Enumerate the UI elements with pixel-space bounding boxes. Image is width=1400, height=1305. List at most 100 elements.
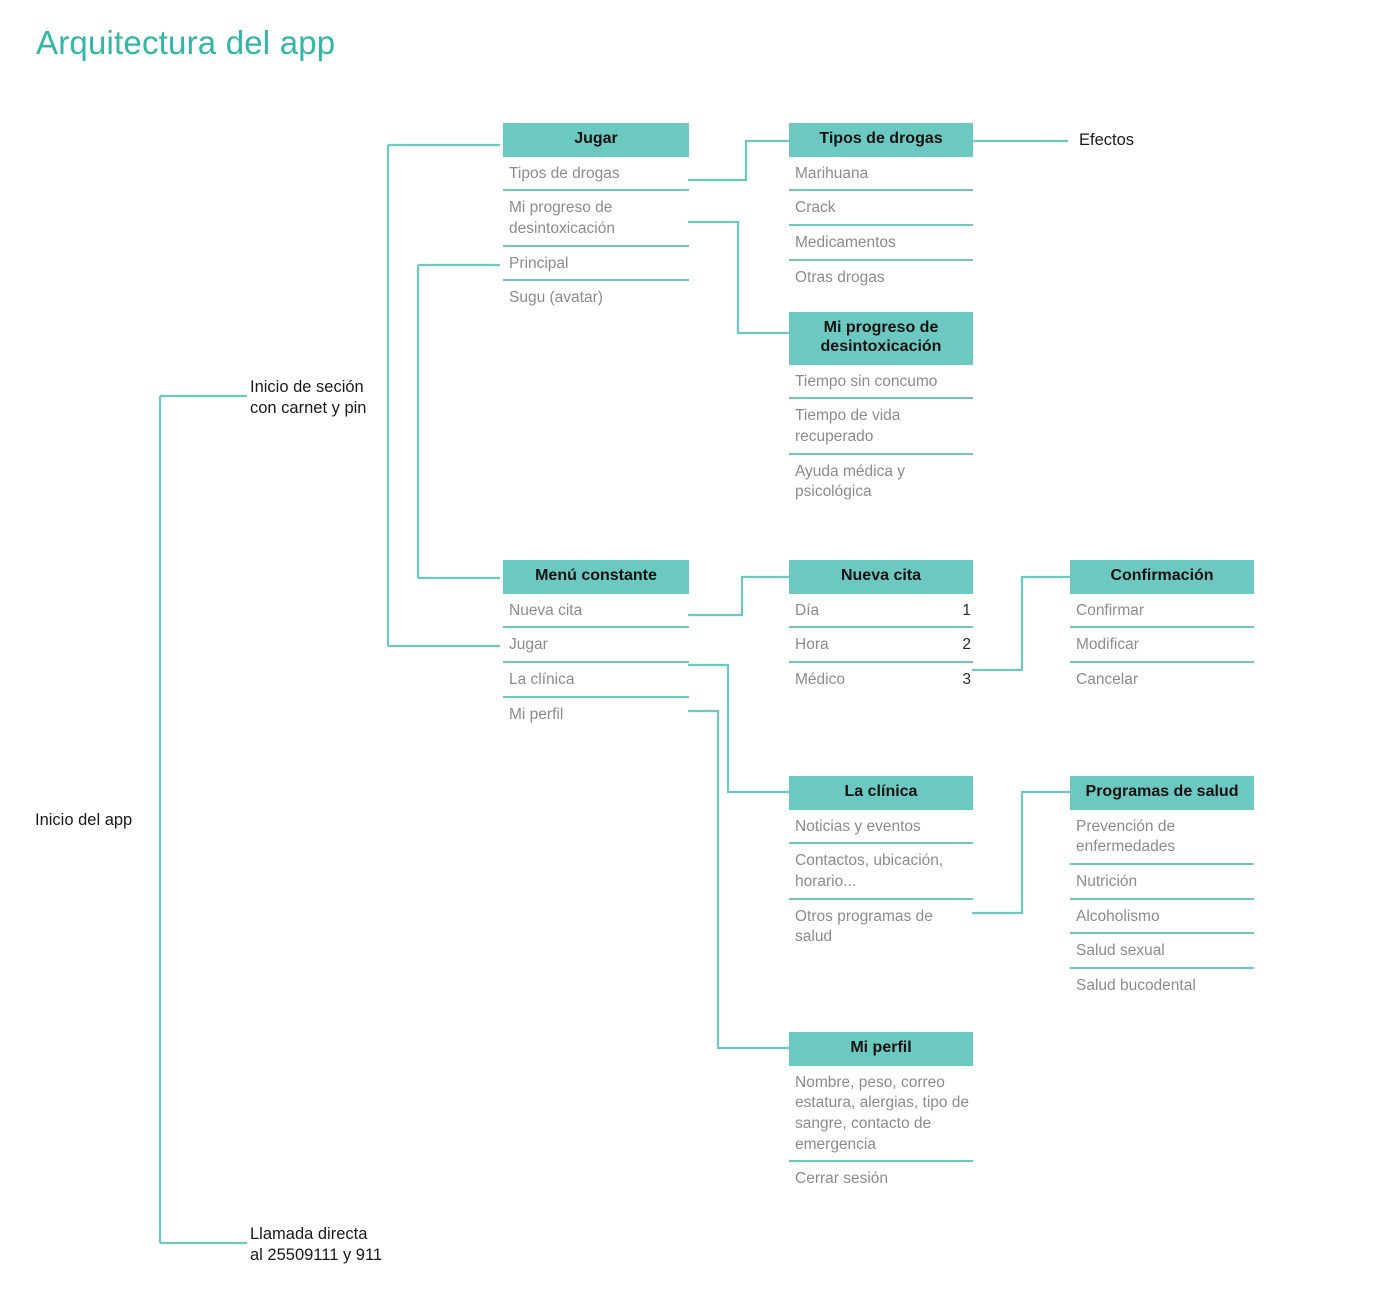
item-label: Nombre, peso, correo estatura, alergias,… [795,1073,970,1153]
item-label: Noticias y eventos [795,817,921,835]
item-label: Mi perfil [509,705,564,723]
card-confirmacion: Confirmación Confirmar Modificar Cancela… [1070,560,1254,698]
item-label: Mi progreso de desintoxicación [509,199,615,238]
item-label: Tiempo sin concumo [795,372,938,390]
card-mi-progreso-desintoxicacion: Mi progreso de desintoxicación Tiempo si… [789,312,973,510]
line-mi-progreso [688,220,790,335]
item-label: Otras drogas [795,268,885,286]
list-item[interactable]: Nueva cita [503,594,689,629]
item-label: Marihuana [795,164,869,182]
card-programas-de-salud-title: Programas de salud [1070,776,1254,810]
item-label: Ayuda médica y psicológica [795,462,905,501]
item-label: Sugu (avatar) [509,289,603,307]
item-label: Cancelar [1076,671,1139,689]
list-item[interactable]: Tipos de drogas [503,157,689,192]
item-value: 3 [962,671,971,689]
list-item[interactable]: Sugu (avatar) [503,281,689,316]
list-item[interactable]: Alcoholismo [1070,900,1254,935]
list-item[interactable]: Cerrar sesión [789,1162,973,1197]
list-item[interactable]: Otros programas de salud [789,900,973,955]
label-efectos: Efectos [1079,131,1135,149]
list-item[interactable]: Confirmar [1070,594,1254,629]
line-mi-perfil [688,709,790,1050]
list-item[interactable]: Modificar [1070,628,1254,663]
card-menu-constante-items: Nueva cita Jugar La clínica Mi perfil [503,594,689,732]
list-item[interactable]: Nombre, peso, correo estatura, alergias,… [789,1066,973,1163]
list-item[interactable]: Contactos, ubicación, horario... [789,844,973,900]
list-item[interactable]: Día 1 [789,594,973,629]
list-item[interactable]: Salud bucodental [1070,969,1254,1004]
item-label: Salud sexual [1076,942,1165,960]
item-label: Medicamentos [795,234,896,252]
list-item[interactable]: Prevención de enfermedades [1070,810,1254,866]
card-nueva-cita: Nueva cita Día 1 Hora 2 Médico 3 [789,560,973,698]
card-nueva-cita-items: Día 1 Hora 2 Médico 3 [789,594,973,698]
list-item[interactable]: Mi progreso de desintoxicación [503,191,689,247]
item-label: Día [795,601,820,619]
line-tipos-drogas [688,139,790,182]
item-label: La clínica [509,671,575,689]
item-label: Salud bucodental [1076,976,1196,994]
item-value: 2 [962,636,971,654]
line-la-clinica [688,663,790,794]
item-label: Principal [509,254,569,272]
list-item[interactable]: La clínica [503,663,689,698]
item-label: Nueva cita [509,601,583,619]
card-nueva-cita-title: Nueva cita [789,560,973,594]
card-jugar-title: Jugar [503,123,689,157]
label-llamada-directa: Llamada directa al 25509111 y 911 [250,1225,383,1265]
card-la-clinica-items: Noticias y eventos Contactos, ubicación,… [789,810,973,955]
list-item[interactable]: Cancelar [1070,663,1254,698]
card-programas-de-salud-items: Prevención de enfermedades Nutrición Alc… [1070,810,1254,1004]
list-item[interactable]: Marihuana [789,157,973,192]
item-label: Crack [795,199,836,217]
item-label: Modificar [1076,636,1139,654]
card-tipos-de-drogas-title: Tipos de drogas [789,123,973,157]
list-item[interactable]: Crack [789,191,973,226]
card-tipos-de-drogas: Tipos de drogas Marihuana Crack Medicame… [789,123,973,295]
item-label: Médico [795,671,845,689]
card-menu-constante: Menú constante Nueva cita Jugar La clíni… [503,560,689,732]
card-confirmacion-items: Confirmar Modificar Cancelar [1070,594,1254,698]
card-mi-perfil-title: Mi perfil [789,1032,973,1066]
card-tipos-de-drogas-items: Marihuana Crack Medicamentos Otras droga… [789,157,973,295]
list-item[interactable]: Principal [503,247,689,282]
item-label: Otros programas de salud [795,907,933,946]
list-item[interactable]: Hora 2 [789,628,973,663]
label-inicio-app: Inicio del app [35,811,133,829]
card-mi-perfil-items: Nombre, peso, correo estatura, alergias,… [789,1066,973,1197]
list-item[interactable]: Jugar [503,628,689,663]
item-label: Cerrar sesión [795,1170,889,1188]
item-label: Alcoholismo [1076,907,1160,925]
card-menu-constante-title: Menú constante [503,560,689,594]
item-label: Tiempo de vida recuperado [795,407,901,445]
card-programas-de-salud: Programas de salud Prevención de enferme… [1070,776,1254,1004]
card-la-clinica: La clínica Noticias y eventos Contactos,… [789,776,973,955]
line-confirmacion [972,575,1070,672]
list-item[interactable]: Tiempo sin concumo [789,365,973,400]
list-item[interactable]: Tiempo de vida recuperado [789,399,973,455]
line-programas-salud [972,790,1070,915]
label-inicio-secion: Inicio de seción con carnet y pin [250,378,367,418]
card-jugar: Jugar Tipos de drogas Mi progreso de des… [503,123,689,316]
list-item[interactable]: Medicamentos [789,226,973,261]
item-label: Contactos, ubicación, horario... [795,852,944,891]
item-label: Hora [795,636,829,654]
card-la-clinica-title: La clínica [789,776,973,810]
list-item[interactable]: Noticias y eventos [789,810,973,845]
card-mi-perfil: Mi perfil Nombre, peso, correo estatura,… [789,1032,973,1197]
list-item[interactable]: Médico 3 [789,663,973,698]
list-item[interactable]: Salud sexual [1070,934,1254,969]
card-mi-progreso-desintoxicacion-title: Mi progreso de desintoxicación [789,312,973,365]
list-item[interactable]: Ayuda médica y psicológica [789,455,973,510]
list-item[interactable]: Otras drogas [789,261,973,296]
item-label: Nutrición [1076,873,1138,891]
item-label: Tipos de drogas [509,164,620,182]
card-mi-progreso-desintoxicacion-items: Tiempo sin concumo Tiempo de vida recupe… [789,365,973,510]
card-confirmacion-title: Confirmación [1070,560,1254,594]
list-item[interactable]: Mi perfil [503,698,689,733]
card-jugar-items: Tipos de drogas Mi progreso de desintoxi… [503,157,689,316]
item-value: 1 [962,601,971,619]
list-item[interactable]: Nutrición [1070,865,1254,900]
